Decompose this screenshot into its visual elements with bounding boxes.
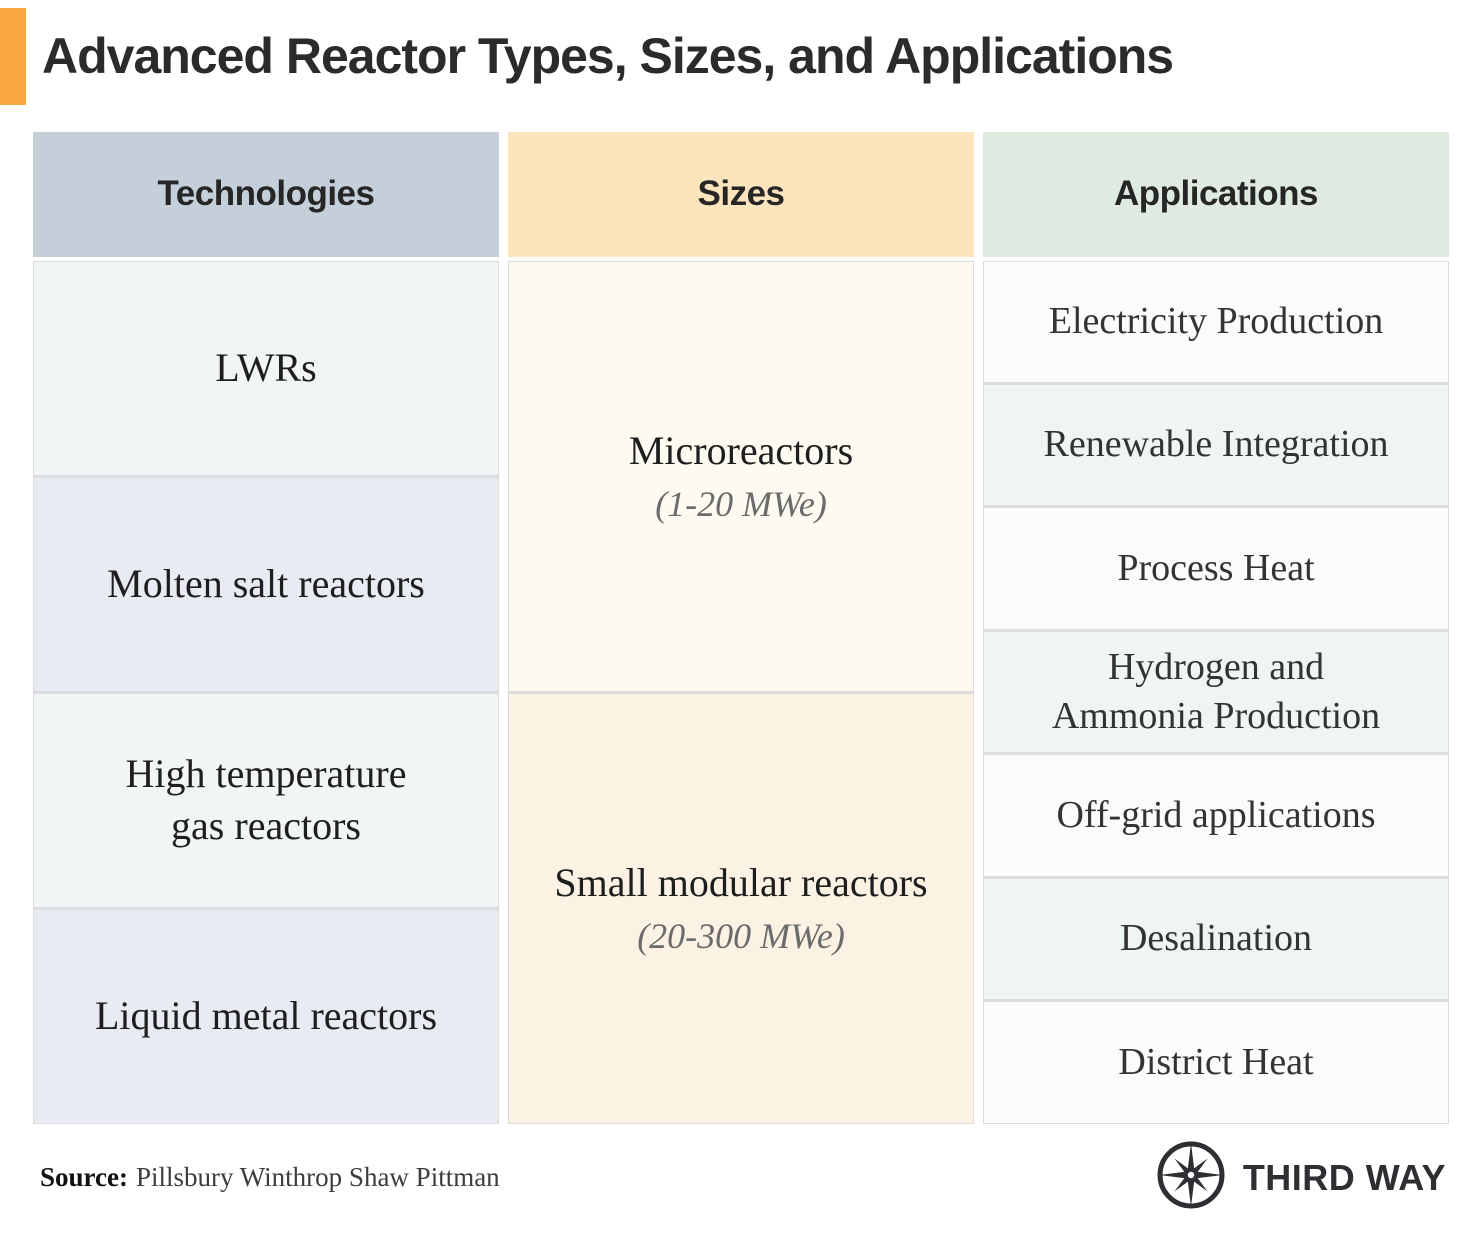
source-label: Source:	[40, 1162, 128, 1192]
table-cell: Off-grid applications	[984, 755, 1448, 879]
table-cell: Microreactors (1-20 MWe)	[509, 261, 973, 694]
page-title: Advanced Reactor Types, Sizes, and Appli…	[42, 28, 1174, 84]
table-cell: Process Heat	[984, 508, 1448, 632]
cell-text: Electricity Production	[1048, 300, 1384, 343]
cell-text: LWRs	[215, 345, 317, 390]
table-cell: Renewable Integration	[984, 384, 1448, 509]
footer: Source: Pillsbury Winthrop Shaw Pittman T…	[40, 1124, 1446, 1232]
table-cell: LWRs	[34, 261, 498, 478]
column-header-applications: Applications	[983, 131, 1449, 257]
cell-text: Liquid metal reactors	[94, 993, 438, 1038]
cell-text: High temperature gas reactors	[125, 751, 407, 848]
cell-text: Process Heat	[1117, 546, 1315, 589]
table-cell: Small modular reactors (20-300 MWe)	[509, 693, 973, 1123]
column-header-technologies: Technologies	[33, 131, 499, 257]
source-line: Source: Pillsbury Winthrop Shaw Pittman	[40, 1162, 500, 1193]
cell-text: Off-grid applications	[1056, 793, 1376, 836]
source-text: Pillsbury Winthrop Shaw Pittman	[136, 1162, 500, 1192]
title-accent-bar	[0, 8, 26, 105]
cell-text: Desalination	[1119, 917, 1313, 960]
compass-star-icon	[1155, 1139, 1227, 1216]
column-body-sizes: Microreactors (1-20 MWe) Small modular r…	[508, 260, 974, 1124]
table-cell: Electricity Production	[984, 261, 1448, 385]
third-way-wordmark: THIRD WAY	[1242, 1156, 1446, 1198]
column-technologies: Technologies LWRs Molten salt reactors H…	[33, 131, 499, 1124]
column-body-technologies: LWRs Molten salt reactors High temperatu…	[33, 260, 499, 1124]
cell-text: Renewable Integration	[1043, 423, 1389, 466]
column-applications: Applications Electricity Production Rene…	[983, 131, 1449, 1124]
reactor-table: Technologies LWRs Molten salt reactors H…	[33, 131, 1449, 1124]
table-cell: Liquid metal reactors	[34, 909, 498, 1123]
cell-subtext: (20-300 MWe)	[637, 915, 845, 956]
cell-text: District Heat	[1118, 1040, 1314, 1083]
table-cell: High temperature gas reactors	[34, 693, 498, 910]
column-body-applications: Electricity Production Renewable Integra…	[983, 260, 1449, 1124]
table-cell: Molten salt reactors	[34, 477, 498, 694]
third-way-logo: THIRD WAY	[1155, 1139, 1446, 1216]
cell-text: Microreactors	[628, 427, 854, 473]
table-cell: Desalination	[984, 878, 1448, 1003]
cell-text: Small modular reactors	[554, 859, 928, 905]
table-cell: Hydrogen and Ammonia Production	[984, 631, 1448, 756]
cell-text: Hydrogen and Ammonia Production	[1051, 645, 1381, 737]
cell-subtext: (1-20 MWe)	[655, 483, 827, 524]
table-cell: District Heat	[984, 1002, 1448, 1123]
cell-text: Molten salt reactors	[107, 561, 425, 606]
column-sizes: Sizes Microreactors (1-20 MWe) Small mod…	[508, 131, 974, 1124]
column-header-sizes: Sizes	[508, 131, 974, 257]
